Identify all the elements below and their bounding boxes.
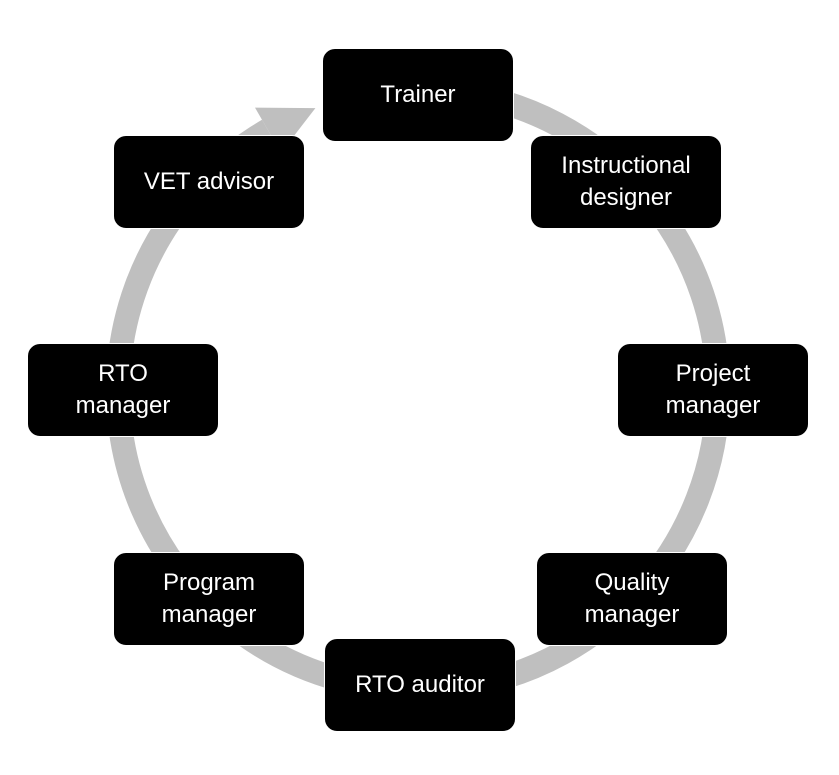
node-program-manager: Program manager — [113, 552, 305, 646]
node-label: RTO auditor — [355, 671, 485, 698]
node-rto-manager: RTO manager — [27, 343, 219, 437]
node-label: Instructional designer — [561, 152, 691, 211]
node-project-manager: Project manager — [617, 343, 809, 437]
node-trainer: Trainer — [322, 48, 514, 142]
node-label: Trainer — [380, 81, 456, 108]
node-rto-auditor: RTO auditor — [324, 638, 516, 732]
node-label: Quality manager — [584, 569, 680, 628]
arrowhead-icon — [255, 107, 316, 153]
node-instructional-designer: Instructional designer — [530, 135, 722, 229]
node-vet-advisor: VET advisor — [113, 135, 305, 229]
node-quality-manager: Quality manager — [536, 552, 728, 646]
node-label: VET advisor — [143, 168, 275, 195]
node-label: Project manager — [665, 360, 761, 419]
node-label: RTO manager — [75, 360, 171, 419]
node-label: Program manager — [161, 569, 257, 628]
